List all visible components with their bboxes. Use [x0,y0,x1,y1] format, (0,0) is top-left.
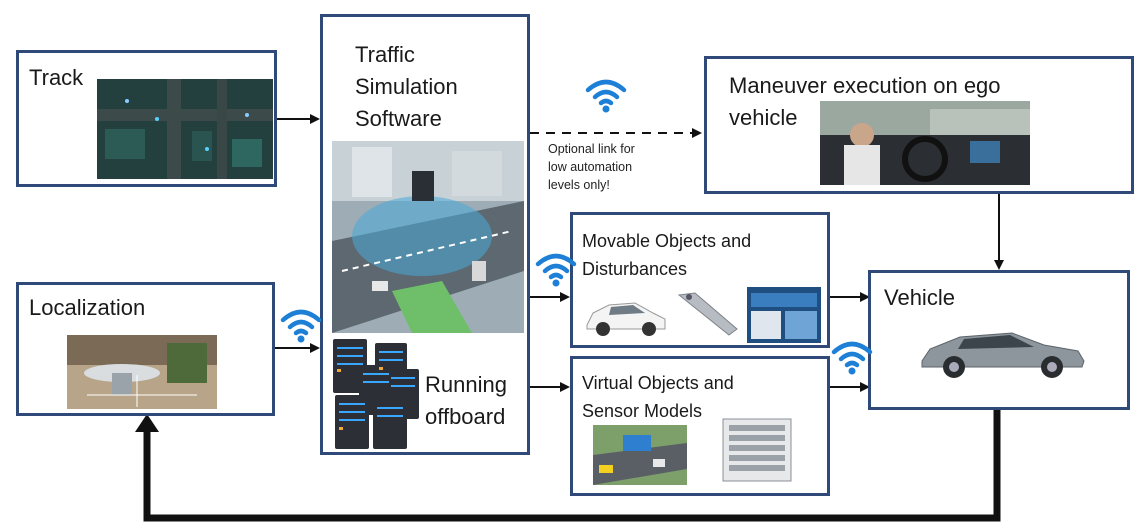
wifi-icon [585,79,627,113]
virtual-line-1: Virtual Objects and [582,373,734,393]
traffic-sim-line-3: Software [355,106,442,131]
traffic-sim-line-1: Traffic [355,42,415,67]
car-icon [583,291,669,341]
localization-box: Localization [16,282,275,416]
track-label: Track [29,65,84,90]
movable-line-2: Disturbances [582,259,688,279]
track-aerial-image [97,79,273,179]
track-box: Track [16,50,277,187]
movable-objects-box: Movable Objects and Disturbances [570,212,830,348]
optional-link-line-3: levels only! [548,178,610,192]
running-line-1: Running [425,372,507,397]
hardware-rack-icon [747,287,821,343]
traffic-simulation-image [332,141,524,333]
server-rack-icon [333,339,421,451]
traffic-simulation-box: Traffic Simulation Software [320,14,530,455]
maneuver-line-2: vehicle [729,105,798,130]
feedback-loop-arrow [143,410,1001,522]
localization-label: Localization [29,295,146,320]
movable-line-1: Movable Objects and [582,231,752,251]
maneuver-box: Maneuver execution on ego vehicle [704,56,1134,194]
virtual-objects-box: Virtual Objects and Sensor Models [570,356,830,496]
virtual-traffic-scene-image [593,425,687,485]
vehicle-box: Vehicle [868,270,1130,410]
optional-link-line-1: Optional link for [548,142,635,156]
running-line-2: offboard [425,404,506,429]
vehicle-car-icon [916,319,1088,381]
wifi-icon [831,341,873,375]
feedback-arrowhead [135,414,159,432]
ego-vehicle-cabin-image [820,101,1030,185]
localization-image [67,335,217,409]
optional-link-line-2: low automation [548,160,633,174]
virtual-line-2: Sensor Models [582,401,703,421]
wifi-icon [535,253,577,287]
wifi-icon [280,309,322,343]
sensor-bracket-icon [675,289,741,337]
vehicle-label: Vehicle [884,285,955,310]
sensor-model-hardware-image [721,417,793,483]
traffic-sim-line-2: Simulation [355,74,458,99]
maneuver-line-1: Maneuver execution on ego [729,73,1001,98]
